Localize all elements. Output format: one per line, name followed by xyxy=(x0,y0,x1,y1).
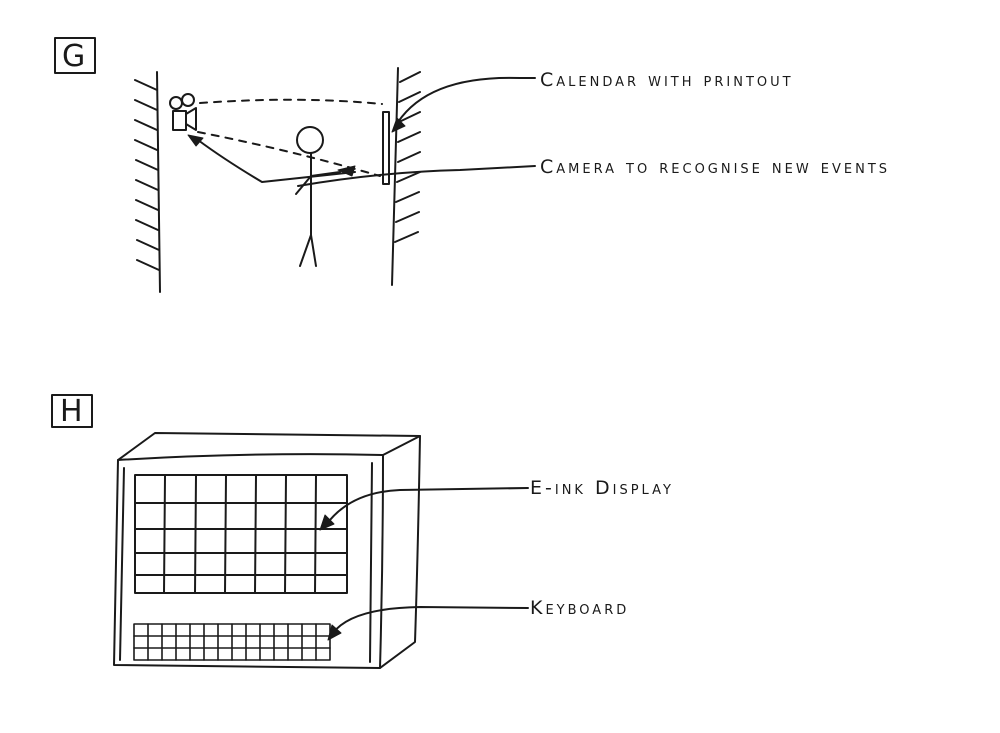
camera-label: Camera to recognise new events xyxy=(540,156,890,178)
stick-figure xyxy=(295,126,341,267)
left-wall xyxy=(134,71,161,293)
calendar-printout xyxy=(382,111,390,185)
sketch-g: G xyxy=(54,37,890,293)
right-wall xyxy=(391,67,421,286)
sketch-g-letter: G xyxy=(62,39,85,74)
calendar-annotation: Calendar with printout xyxy=(391,69,794,133)
sketch-h: H E-ink Dis xyxy=(51,394,674,669)
keyboard xyxy=(133,623,331,661)
device-body xyxy=(113,432,421,669)
camera-icon xyxy=(169,93,197,131)
calendar-to-camera-arrow xyxy=(187,134,356,183)
e-ink-display xyxy=(134,474,348,594)
sketch-g-label-box: G xyxy=(54,37,96,74)
calendar-label: Calendar with printout xyxy=(540,69,794,91)
camera-annotation: Camera to recognise new events xyxy=(297,156,890,187)
sketch-h-label-box: H xyxy=(51,394,93,429)
display-label: E-ink Display xyxy=(530,477,674,499)
camera-view-lines xyxy=(197,98,383,177)
keyboard-annotation: Keyboard xyxy=(327,597,629,641)
display-annotation: E-ink Display xyxy=(319,477,674,531)
sketch-h-letter: H xyxy=(60,394,83,429)
keyboard-label: Keyboard xyxy=(530,597,629,619)
